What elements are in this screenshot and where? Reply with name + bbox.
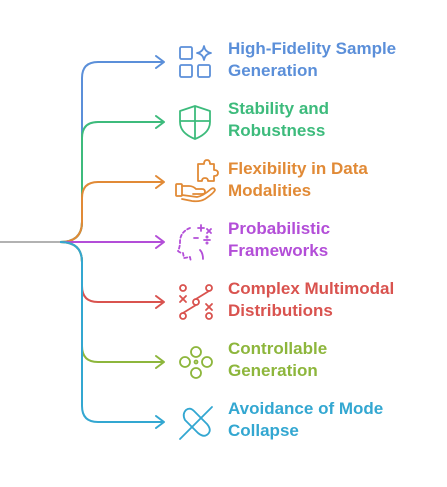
arrowhead-7 [155,415,165,429]
circles-cluster-icon [179,346,213,379]
item-label-5: Complex Multimodal Distributions [228,278,440,322]
item-title-3-line2: Modalities [228,181,312,200]
branch-connector-1 [59,61,163,243]
item-title-1-line1: High-Fidelity Sample [228,39,397,58]
hand-puzzle-icon [175,159,219,203]
item-label-3: Flexibility in Data Modalities [228,158,440,202]
item-title-1-line2: Generation [228,61,318,80]
item-label-7: Avoidance of Mode Collapse [228,398,440,442]
item-title-7-line1: Avoidance of Mode [228,399,384,418]
item-title-5-line2: Distributions [228,301,333,320]
item-title-4-line2: Frameworks [228,241,329,260]
branch-arrowheads [155,55,165,429]
arrowhead-1 [155,55,165,69]
item-title-6-line1: Controllable [228,339,328,358]
arrowhead-3 [155,175,165,189]
arrowhead-6 [155,355,165,369]
branch-connector-5 [59,241,163,303]
head-operators-icon [177,224,212,263]
crossed-capsule-icon [179,406,213,440]
item-title-5-line1: Complex Multimodal [228,279,395,298]
item-label-6: Controllable Generation [228,338,440,382]
item-label-2: Stability and Robustness [228,98,440,142]
item-label-1: High-Fidelity Sample Generation [228,38,440,82]
branch-connector-3 [59,181,163,243]
arrowhead-4 [155,235,165,249]
branch-connector-7 [59,241,163,423]
item-title-4-line1: Probabilistic [228,219,331,238]
item-label-4: Probabilistic Frameworks [228,218,440,262]
arrowhead-2 [155,115,165,129]
item-title-6-line2: Generation [228,361,318,380]
arrowhead-5 [155,295,165,309]
item-title-2-line1: Stability and [228,99,330,118]
item-title-7-line2: Collapse [228,421,299,440]
shield-icon [179,105,211,140]
item-title-2-line2: Robustness [228,121,326,140]
shapes-sparkle-icon [179,45,212,78]
scatter-network-icon [179,284,213,320]
item-title-3-line1: Flexibility in Data [228,159,368,178]
branch-connectors [59,61,163,423]
